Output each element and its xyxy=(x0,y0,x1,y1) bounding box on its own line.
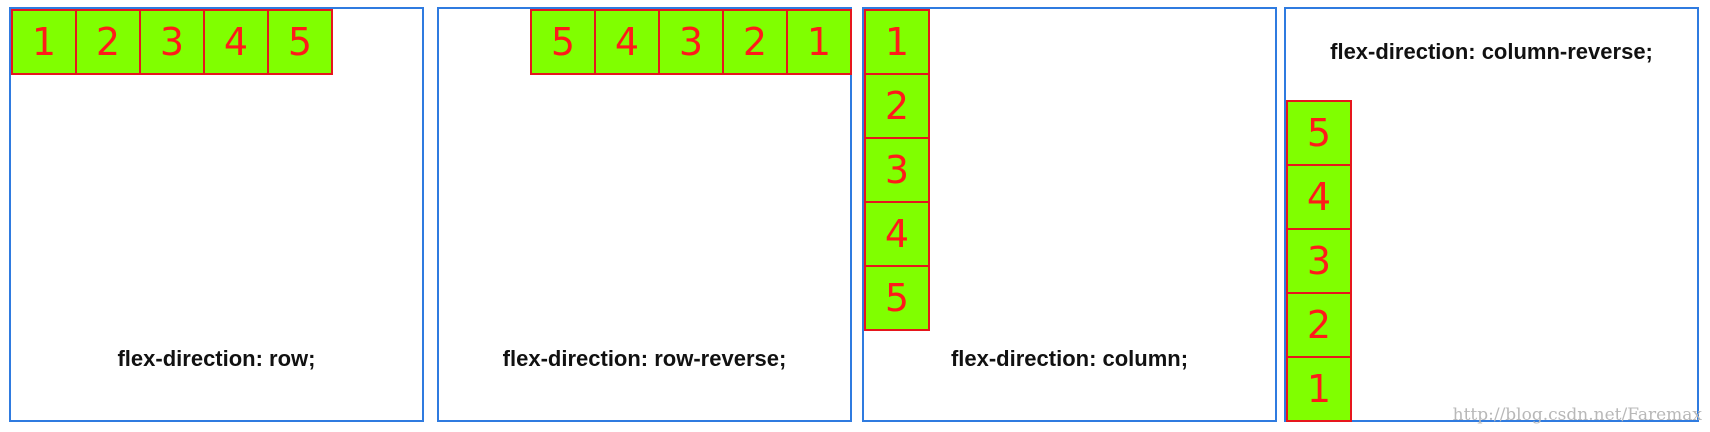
flex-item: 1 xyxy=(1286,356,1352,422)
flex-items-row: 1 2 3 4 5 xyxy=(11,9,333,75)
panel-flex-column: 1 2 3 4 5 flex-direction: column; xyxy=(862,7,1277,422)
flex-item: 4 xyxy=(1286,164,1352,230)
flex-item: 4 xyxy=(594,9,660,75)
panel-flex-row-reverse: 5 4 3 2 1 flex-direction: row-reverse; xyxy=(437,7,852,422)
panel-flex-column-reverse: flex-direction: column-reverse; 5 4 3 2 … xyxy=(1284,7,1699,422)
flex-item: 5 xyxy=(1286,100,1352,166)
flex-item: 5 xyxy=(530,9,596,75)
flex-item: 2 xyxy=(722,9,788,75)
flex-items-row-reverse: 5 4 3 2 1 xyxy=(530,9,852,75)
flex-item: 3 xyxy=(864,137,930,203)
flex-item: 3 xyxy=(1286,228,1352,294)
flex-item: 3 xyxy=(658,9,724,75)
panel-label: flex-direction: column; xyxy=(950,346,1189,371)
panel-label: flex-direction: column-reverse; xyxy=(1330,39,1653,64)
flex-item: 1 xyxy=(786,9,852,75)
flex-item: 2 xyxy=(1286,292,1352,358)
flex-items-column: 1 2 3 4 5 xyxy=(864,9,930,331)
flex-item: 2 xyxy=(75,9,141,75)
flex-items-column-reverse: 5 4 3 2 1 xyxy=(1286,100,1352,422)
flex-item: 1 xyxy=(11,9,77,75)
flex-item: 1 xyxy=(864,9,930,75)
flex-item: 2 xyxy=(864,73,930,139)
watermark-text: http://blog.csdn.net/Faremax xyxy=(1452,405,1702,425)
panel-label: flex-direction: row; xyxy=(117,346,316,371)
flex-item: 3 xyxy=(139,9,205,75)
flex-item: 5 xyxy=(864,265,930,331)
panel-label: flex-direction: row-reverse; xyxy=(502,346,787,371)
panel-flex-row: 1 2 3 4 5 flex-direction: row; xyxy=(9,7,424,422)
flex-item: 4 xyxy=(864,201,930,267)
flex-item: 4 xyxy=(203,9,269,75)
flex-item: 5 xyxy=(267,9,333,75)
